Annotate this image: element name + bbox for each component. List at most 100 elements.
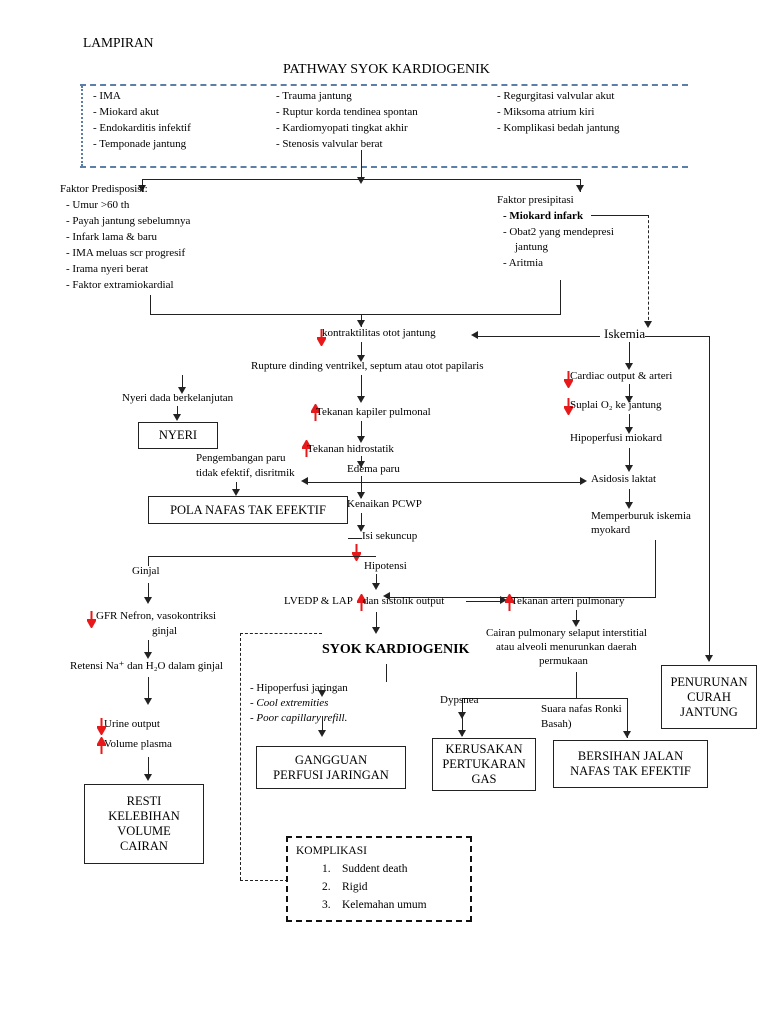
diagnosis-box-gangguan-l1: GANGGUAN xyxy=(294,752,368,767)
arrowhead-down xyxy=(178,387,186,394)
connector-miokard-infark-right xyxy=(591,215,648,216)
node-edema-paru: Edema paru xyxy=(347,463,400,475)
arrowhead-down xyxy=(623,731,631,738)
arrowhead-down xyxy=(357,492,365,499)
komplikasi-box[interactable] xyxy=(286,836,472,922)
arrowhead-down xyxy=(625,396,633,403)
increase-indicator-icon xyxy=(311,404,320,421)
connector-asidosis-down xyxy=(629,489,630,505)
arrowhead-down xyxy=(144,698,152,705)
connector-dypsnea-stub xyxy=(462,698,463,706)
diagnosis-box-pola-nafas[interactable]: POLA NAFAS TAK EFEKTIF xyxy=(148,496,348,524)
arrowhead-left xyxy=(383,592,390,600)
node-rupture: Rupture dinding ventrikel, septum atau o… xyxy=(251,360,484,372)
node-nyeri-dada: Nyeri dada berkelanjutan xyxy=(122,392,234,404)
node-pengembangan-l2: tidak efektif, disritmik xyxy=(196,467,295,479)
etiology-item: - Trauma jantung xyxy=(276,90,352,102)
diagnosis-box-bersihan-l1: BERSIHAN JALAN xyxy=(577,749,684,763)
diagnosis-box-penurunan-curah-jantung[interactable]: PENURUNAN CURAH JANTUNG xyxy=(661,665,757,729)
arrowhead-right xyxy=(580,477,587,485)
node-gfr-l2: ginjal xyxy=(152,625,178,637)
etiology-bottom-rule xyxy=(80,166,688,168)
connector-feedback-horizontal xyxy=(390,597,656,598)
decrease-indicator-icon xyxy=(564,371,573,388)
arrowhead-down xyxy=(357,436,365,443)
etiology-left-rule xyxy=(81,86,83,166)
connector-rupture-down xyxy=(361,375,362,401)
arrowhead-down xyxy=(644,321,652,328)
etiology-item: - Miokard akut xyxy=(93,106,159,118)
arrowhead-down xyxy=(144,652,152,659)
page-title: PATHWAY SYOK KARDIOGENIK xyxy=(283,62,490,77)
node-gfr-l1: GFR Nefron, vasokontriksi xyxy=(96,610,217,622)
arrowhead-down xyxy=(357,320,365,327)
diagnosis-box-penurunan-l3: JANTUNG xyxy=(680,704,738,719)
komplikasi-dashed-left xyxy=(240,633,241,880)
predisposisi-item: - IMA meluas scr progresif xyxy=(66,247,186,259)
arrowhead-down xyxy=(318,690,326,697)
connector-edema-to-asidosis xyxy=(398,482,581,483)
arrowhead-down xyxy=(357,177,365,184)
connector-to-pcwp xyxy=(361,476,362,498)
node-cairan-l1: Cairan pulmonary selaput interstitial xyxy=(486,627,647,639)
arrowhead-down xyxy=(705,655,713,662)
node-cairan-l2: atau alveoli menurunkan daerah xyxy=(496,641,637,653)
diagnosis-box-resti-l3: VOLUME xyxy=(117,824,171,838)
komplikasi-dashed-bottom xyxy=(240,880,288,881)
connector-hipotensi-to-ginjal xyxy=(148,556,376,557)
etiology-item: - Kardiomyopati tingkat akhir xyxy=(276,122,408,134)
komplikasi-item-number: 3. xyxy=(322,899,331,911)
etiology-item: - Endokarditis infektif xyxy=(93,122,191,134)
connector-predisposisi-down xyxy=(150,295,151,315)
node-tekanan-arteri-pulmonary: Tekanan arteri pulmonary xyxy=(511,595,625,607)
node-lvedp-lap: LVEDP & LAP xyxy=(284,595,353,607)
node-sistolik-output: dan sistolik output xyxy=(363,595,445,607)
diagnosis-box-bersihan-jalan-nafas[interactable]: BERSIHAN JALAN NAFAS TAK EFEKTIF xyxy=(553,740,708,788)
node-ginjal: Ginjal xyxy=(132,565,160,577)
syok-sign-item: - Cool extremities xyxy=(250,697,329,709)
node-isi-sekuncup: Isi sekuncup xyxy=(362,530,418,542)
presipitasi-item-cont: jantung xyxy=(515,241,548,253)
komplikasi-item-number: 2. xyxy=(322,881,331,893)
arrowhead-down xyxy=(318,730,326,737)
presipitasi-item-miokard-infark: - Miokard infark xyxy=(503,210,584,222)
node-cardiac-output: Cardiac output & arteri xyxy=(570,370,673,382)
connector-gfr-down xyxy=(148,640,149,656)
node-asidosis-laktat: Asidosis laktat xyxy=(591,473,657,485)
node-ronki-l2: Basah) xyxy=(541,718,572,730)
connector-split-horizontal xyxy=(142,179,580,180)
etiology-item: - Ruptur korda tendinea spontan xyxy=(276,106,418,118)
diagnosis-box-nyeri-label: NYERI xyxy=(158,428,198,442)
predisposisi-item: - Faktor extramiokardial xyxy=(66,279,174,291)
node-kontraktilitas: kontraktilitas otot jantung xyxy=(322,327,436,339)
diagnosis-box-nyeri[interactable]: NYERI xyxy=(138,422,218,449)
node-kenaikan-pcwp: Kenaikan PCWP xyxy=(347,498,422,510)
arrowhead-down xyxy=(625,363,633,370)
presipitasi-item: - Aritmia xyxy=(503,257,544,269)
diagnosis-box-gangguan-perfusi[interactable]: GANGGUAN PERFUSI JARINGAN xyxy=(256,746,406,789)
node-retensi: Retensi Na⁺ dan H₂O dalam ginjal xyxy=(70,660,223,672)
connector-hipotensi-down xyxy=(376,574,377,588)
arrowhead-down xyxy=(625,502,633,509)
decrease-indicator-icon xyxy=(317,329,326,346)
decrease-indicator-icon xyxy=(87,611,96,628)
connector-ginjal-down xyxy=(148,583,149,601)
connector-syok-down xyxy=(386,664,387,682)
etiology-item: - Temponade jantung xyxy=(93,138,187,150)
arrowhead-down xyxy=(372,583,380,590)
syok-sign-item: - Poor capillary refill. xyxy=(250,712,348,724)
node-iskemia: Iskemia xyxy=(604,326,646,341)
connector-to-syok xyxy=(376,612,377,632)
increase-indicator-icon xyxy=(97,737,106,754)
connector-hipoperfusi-down xyxy=(629,448,630,470)
diagnosis-box-kerusakan-pertukaran-gas[interactable]: KERUSAKAN PERTUKARAN GAS xyxy=(432,738,536,791)
syok-sign-item: - Hipoperfusi jaringan xyxy=(250,682,348,694)
connector-nyeri-dada-down xyxy=(177,406,178,418)
arrowhead-down xyxy=(625,465,633,472)
diagnosis-box-pola-nafas-label: POLA NAFAS TAK EFEKTIF xyxy=(170,502,326,517)
increase-indicator-icon xyxy=(505,594,514,611)
arrowhead-down xyxy=(357,396,365,403)
etiology-item: - Stenosis valvular berat xyxy=(276,138,383,150)
etiology-item: - Miksoma atrium kiri xyxy=(497,106,595,118)
diagnosis-box-resti[interactable]: RESTI KELEBIHAN VOLUME CAIRAN xyxy=(84,784,204,864)
